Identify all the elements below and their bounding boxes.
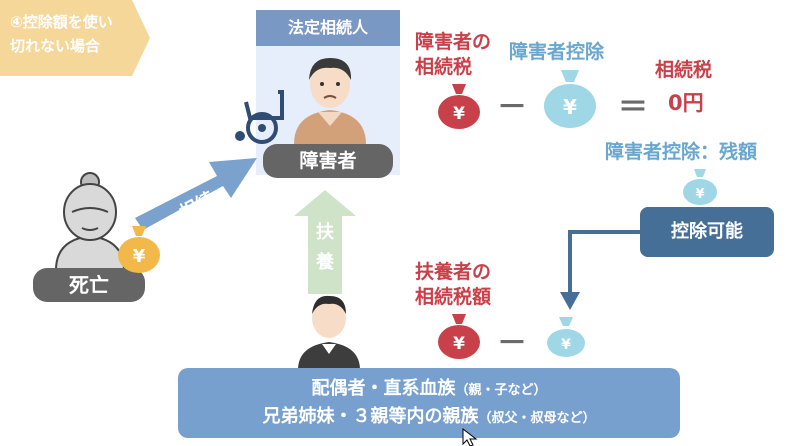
yen-money-bag-icon: ¥	[118, 226, 160, 273]
mouse-cursor-icon	[462, 428, 478, 446]
support-label-1: 扶	[316, 222, 334, 243]
supporter-line1-main: 配偶者・直系血族	[311, 378, 456, 399]
svg-text:¥: ¥	[563, 95, 577, 119]
svg-text:¥: ¥	[133, 246, 146, 267]
supporter-relatives-box: 配偶者・直系血族（親・子など） 兄弟姉妹・３親等内の親族（叔父・叔母など）	[178, 368, 680, 438]
supporter-line1: 配偶者・直系血族（親・子など）	[178, 376, 680, 404]
supporter-minus-operator: －	[497, 326, 527, 361]
svg-text:¥: ¥	[695, 187, 704, 202]
svg-text:¥: ¥	[453, 104, 465, 124]
disabled-heir-figure	[294, 58, 366, 144]
disabled-tax-yen-bag-icon: ¥	[438, 84, 480, 129]
supporter-line2-main: 兄弟姉妹・３親等内の親族	[262, 406, 479, 427]
supporter-line2: 兄弟姉妹・３親等内の親族（叔父・叔母など）	[178, 404, 680, 432]
supporter-deduction-yen-bag-icon: ¥	[547, 317, 585, 357]
supporter-line2-note: （叔父・叔母など）	[478, 411, 596, 426]
support-label-2: 養	[316, 252, 334, 273]
section-banner: ④控除額を使い 切れない場合	[0, 0, 150, 76]
deceased-figure	[54, 172, 126, 270]
disabled-tax-label-line1: 障害者の	[415, 31, 492, 53]
result-tax-label: 相続税	[655, 59, 713, 81]
wheelchair-icon	[235, 90, 284, 144]
transfer-arrow	[560, 230, 640, 310]
minus-operator: －	[497, 90, 527, 125]
legal-heir-header: 法定相続人	[256, 10, 400, 46]
heir-label-pill: 障害者	[263, 144, 393, 178]
equals-operator: ＝	[618, 90, 648, 125]
disability-deduction-label: 障害者控除	[509, 41, 605, 63]
result-tax-value: 0円	[668, 91, 704, 115]
svg-text:¥: ¥	[561, 337, 571, 353]
banner-line2: 切れない場合	[10, 37, 101, 55]
disabled-tax-label-line2: 相続税	[415, 56, 473, 78]
svg-text:¥: ¥	[453, 334, 465, 354]
deductible-button: 控除可能	[640, 207, 774, 257]
supporter-tax-label-line2: 相続税額	[415, 286, 492, 308]
supporter-figure	[298, 295, 360, 370]
deduction-yen-bag-icon: ¥	[544, 70, 596, 128]
support-arrow	[294, 190, 356, 294]
deceased-label-pill: 死亡	[33, 268, 145, 302]
banner-line1: ④控除額を使い	[10, 13, 113, 31]
remaining-yen-bag-icon: ¥	[683, 169, 717, 205]
remaining-deduction-label: 障害者控除：残額	[605, 141, 758, 163]
inheritance-arrow: 相続	[135, 158, 257, 230]
supporter-tax-yen-bag-icon: ¥	[438, 314, 480, 359]
supporter-tax-label-line1: 扶養者の	[415, 261, 492, 283]
supporter-line1-note: （親・子など）	[455, 383, 547, 398]
